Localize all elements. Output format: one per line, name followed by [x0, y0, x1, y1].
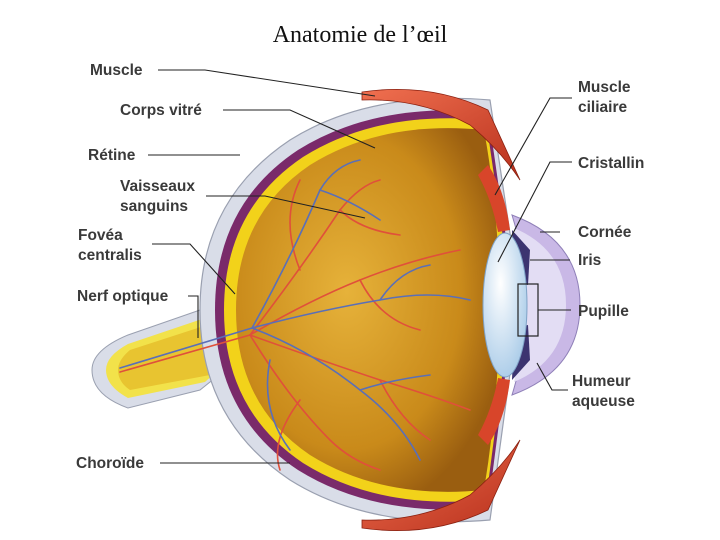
label-humeur-aqueuse: Humeur aqueuse [572, 373, 635, 410]
ciliary-muscle-upper [478, 165, 510, 232]
blood-vessels [119, 159, 471, 471]
label-corps-vitre: Corps vitré [120, 102, 202, 119]
ciliary-muscle-lower [478, 378, 510, 445]
labels: Muscle Corps vitré Rétine Vaisseaux sang… [76, 62, 644, 472]
label-choroide: Choroïde [76, 455, 144, 472]
label-nerf-optique: Nerf optique [77, 288, 169, 305]
muscles [361, 88, 521, 532]
page-title: Anatomie de l’œil [272, 22, 448, 48]
label-cristallin: Cristallin [578, 155, 644, 172]
label-muscle: Muscle [90, 62, 143, 79]
label-cornee: Cornée [578, 224, 632, 241]
leader-fovea [152, 243, 236, 295]
eyeball [199, 97, 521, 523]
leader-muscle-ciliaire [494, 97, 572, 196]
label-fovea: Fovéa centralis [78, 227, 142, 264]
vitreous-body [236, 128, 500, 492]
label-iris: Iris [578, 252, 601, 269]
label-muscle-ciliaire: Muscle ciliaire [578, 79, 635, 116]
leader-humeur-aqueuse [536, 362, 568, 391]
upper-muscle [361, 88, 521, 181]
leader-lines [148, 69, 572, 464]
label-retine: Rétine [88, 147, 136, 164]
label-vaisseaux: Vaisseaux sanguins [120, 178, 199, 215]
leader-muscle [158, 69, 376, 97]
leader-vaisseaux [206, 195, 366, 219]
front-segment [482, 214, 581, 396]
label-pupille: Pupille [578, 303, 629, 320]
lower-muscle [361, 439, 521, 532]
lens [482, 232, 528, 378]
leader-corps-vitre [223, 109, 376, 149]
leader-nerf-optique [188, 295, 199, 338]
leader-cristallin [497, 161, 572, 263]
